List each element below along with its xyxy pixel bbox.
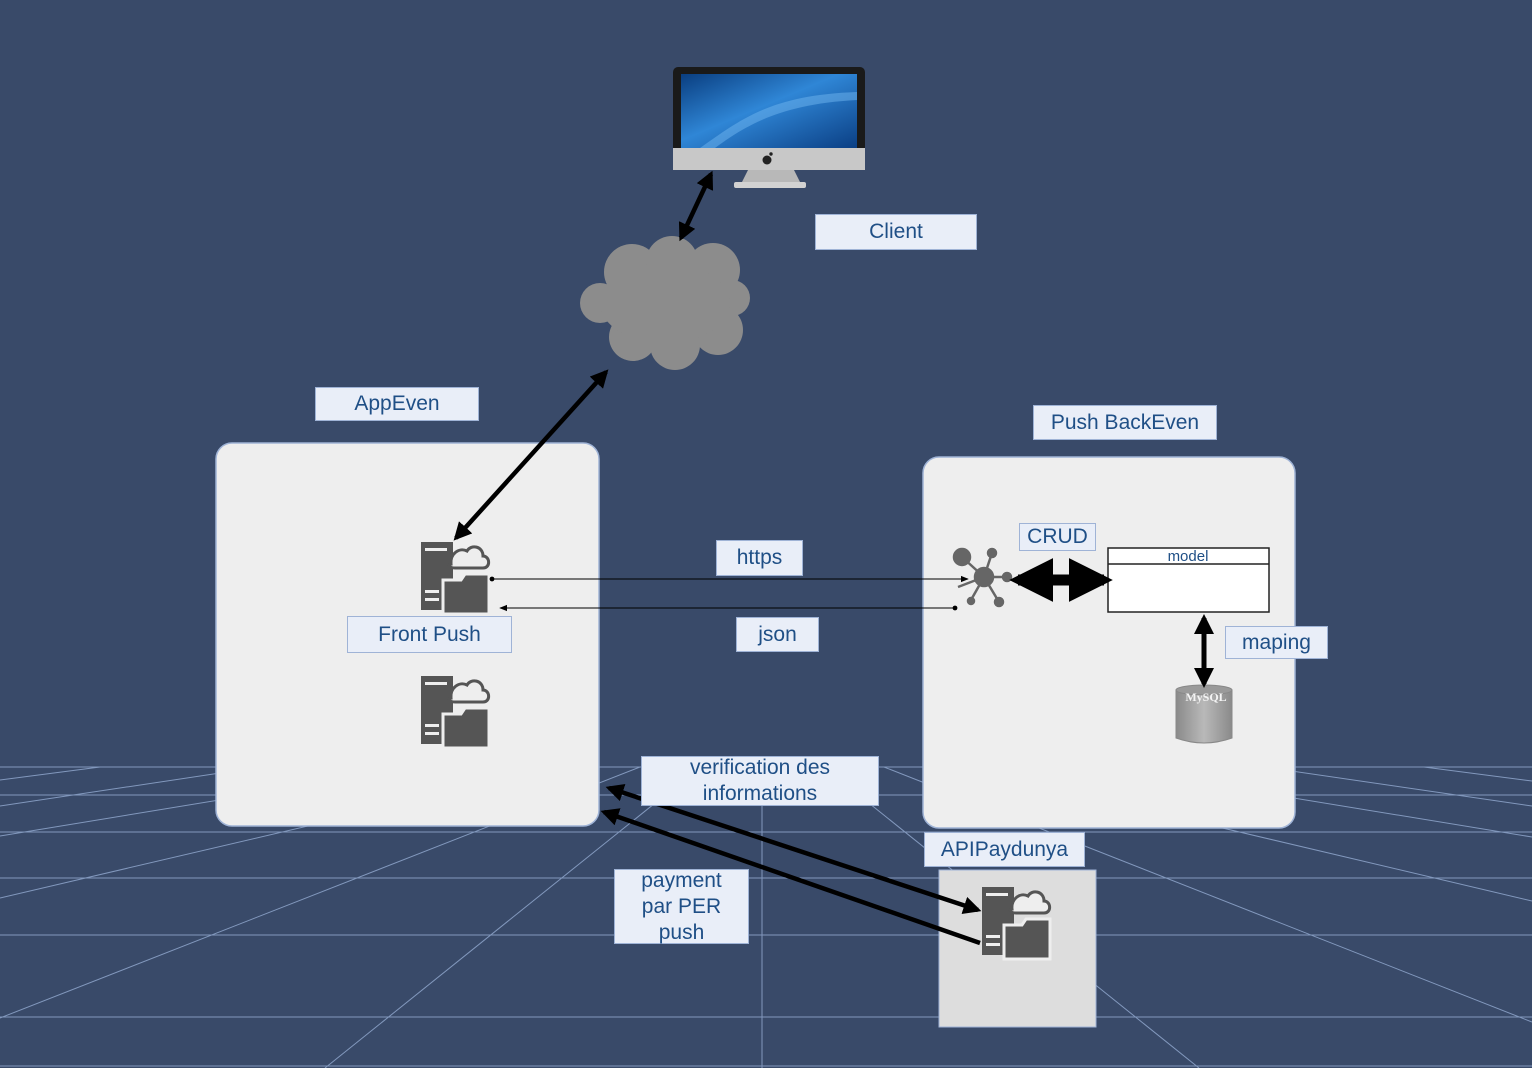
apple-logo-icon [762, 152, 773, 165]
https-label: https [716, 540, 803, 576]
maping-label: maping [1225, 626, 1328, 659]
api-paydunya-label: APIPaydunya [924, 832, 1085, 867]
client-label: Client [815, 214, 977, 250]
payment-label: payment par PER push [614, 869, 749, 944]
client-cloud-arrow [678, 170, 714, 242]
crud-label: CRUD [1019, 523, 1096, 551]
app-even-label: AppEven [315, 387, 479, 421]
front-push-label: Front Push [347, 616, 512, 653]
computer-icon [673, 67, 865, 188]
diagram-arrows [453, 170, 1214, 946]
model-label: model [1168, 548, 1209, 565]
json-label: json [736, 617, 819, 652]
cloud-front-arrow [453, 369, 609, 541]
verification-arrow [605, 783, 982, 915]
payment-arrow [600, 808, 981, 946]
verification-label: verification des informations [641, 756, 879, 806]
cloud-icon [580, 236, 750, 370]
hub-icon [952, 547, 1013, 608]
mysql-label: MySQL [1185, 690, 1226, 704]
model-box [1107, 547, 1270, 613]
push-back-even-label: Push BackEven [1033, 405, 1217, 440]
mysql-database-icon [1175, 684, 1233, 744]
